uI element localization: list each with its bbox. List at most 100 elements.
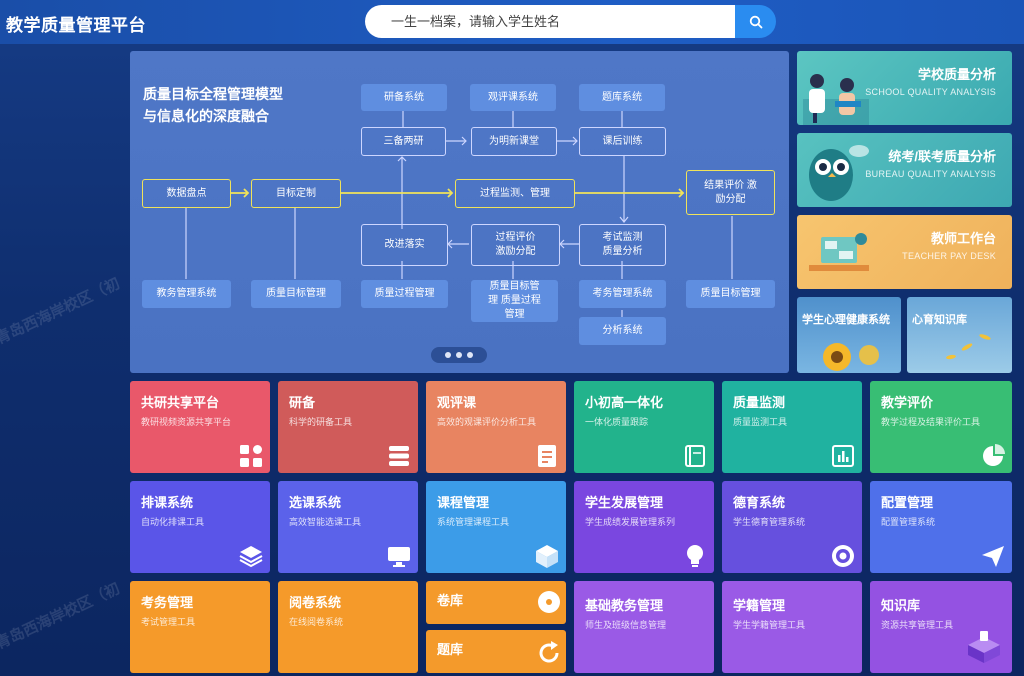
- top-bar: 教学质量管理平台: [0, 0, 1024, 44]
- tile-marking-system[interactable]: 阅卷系统 在线阅卷系统: [278, 581, 418, 673]
- layers-icon: [239, 546, 263, 568]
- refresh-icon: [539, 641, 559, 663]
- tile-title: 卷库: [437, 593, 464, 608]
- diagram-node: 质量目标管理 质量过程管理: [471, 280, 558, 322]
- tile-title: 教学评价: [881, 395, 934, 410]
- student-mental-health-card[interactable]: 学生心理健康系统: [797, 297, 901, 373]
- diagram-node: 数据盘点: [142, 179, 231, 208]
- document-icon: [538, 445, 556, 467]
- card-title: 学生心理健康系统: [802, 314, 890, 326]
- tile-title: 考务管理: [141, 595, 194, 610]
- tile-title: 课程管理: [437, 495, 490, 510]
- diagram-node: 质量过程管理: [361, 280, 448, 308]
- tile-title: 排课系统: [141, 495, 194, 510]
- tile-moral-education[interactable]: 德育系统 学生德育管理系统: [722, 481, 862, 573]
- tile-subtitle: 学生学籍管理工具: [733, 620, 806, 630]
- tile-student-development[interactable]: 学生发展管理 学生成绩发展管理系列: [574, 481, 714, 573]
- card-subtitle: BUREAU QUALITY ANALYSIS: [865, 169, 996, 179]
- bureau-quality-analysis-card[interactable]: 统考/联考质量分析 BUREAU QUALITY ANALYSIS: [797, 133, 1012, 207]
- tile-student-status[interactable]: 学籍管理 学生学籍管理工具: [722, 581, 862, 673]
- app-title: 教学质量管理平台: [6, 16, 146, 35]
- tile-paper-bank[interactable]: 卷库: [426, 581, 566, 624]
- tile-research-share-platform[interactable]: 共研共享平台 教研视频资源共享平台: [130, 381, 270, 473]
- tile-course-selection[interactable]: 选课系统 高效智能选课工具: [278, 481, 418, 573]
- tile-course-management[interactable]: 课程管理 系统管理课程工具: [426, 481, 566, 573]
- card-title: 学校质量分析: [917, 67, 996, 82]
- tile-title: 学生发展管理: [585, 495, 664, 510]
- target-icon: [832, 545, 854, 567]
- card-title: 统考/联考质量分析: [888, 149, 996, 164]
- quality-model-diagram: 质量目标全程管理模型 与信息化的深度融合: [130, 51, 789, 373]
- tile-subtitle: 教学过程及结果评价工具: [881, 417, 981, 427]
- tile-subtitle: 师生及班级信息管理: [585, 620, 667, 630]
- tile-subtitle: 自动化排课工具: [141, 517, 205, 527]
- tile-quality-monitoring[interactable]: 质量监测 质量监测工具: [722, 381, 862, 473]
- carousel-dots[interactable]: [431, 347, 487, 363]
- search-input[interactable]: [365, 5, 737, 38]
- diagram-node: 研备系统: [361, 84, 447, 111]
- card-subtitle: SCHOOL QUALITY ANALYSIS: [865, 87, 996, 97]
- diagram-node: 分析系统: [579, 317, 666, 345]
- tile-title: 知识库: [881, 598, 921, 613]
- book-icon: [685, 445, 705, 467]
- tile-subtitle: 资源共享管理工具: [881, 620, 954, 630]
- lightbulb-icon: [687, 545, 703, 567]
- search-icon: [749, 15, 762, 28]
- pie-chart-icon: [983, 444, 1005, 466]
- tile-subtitle: 学生成绩发展管理系列: [585, 517, 676, 527]
- carousel-dot[interactable]: [445, 352, 451, 358]
- search-button[interactable]: [735, 5, 776, 38]
- tile-exam-affairs[interactable]: 考务管理 考试管理工具: [130, 581, 270, 673]
- cube-icon: [536, 545, 558, 568]
- carousel-dot[interactable]: [467, 352, 473, 358]
- disc-icon: [538, 591, 560, 613]
- tile-subtitle: 高效智能选课工具: [289, 517, 362, 527]
- diagram-node: 质量目标管理: [686, 280, 775, 308]
- diagram-node: 考务管理系统: [579, 280, 666, 308]
- teacher-workbench-card[interactable]: 教师工作台 TEACHER PAY DESK: [797, 215, 1012, 289]
- mental-knowledge-base-card[interactable]: 心育知识库: [907, 297, 1012, 373]
- tile-title: 学籍管理: [733, 598, 786, 613]
- tile-question-bank[interactable]: 题库: [426, 630, 566, 673]
- stack-icon: [389, 446, 409, 466]
- tile-title: 观评课: [437, 395, 477, 410]
- diagram-arrows: [185, 111, 733, 317]
- tile-knowledge-base[interactable]: 知识库 资源共享管理工具: [870, 581, 1012, 673]
- diagram-node: 题库系统: [579, 84, 665, 111]
- tile-teaching-evaluation[interactable]: 教学评价 教学过程及结果评价工具: [870, 381, 1012, 473]
- sunflower-illustration: [823, 343, 879, 371]
- tile-class-observation[interactable]: 观评课 高效的观课评价分析工具: [426, 381, 566, 473]
- tile-title: 基础教务管理: [585, 598, 664, 613]
- school-quality-analysis-card[interactable]: 学校质量分析 SCHOOL QUALITY ANALYSIS: [797, 51, 1012, 125]
- tile-title: 阅卷系统: [289, 595, 342, 610]
- send-icon: [982, 546, 1004, 567]
- tile-basic-academic-affairs[interactable]: 基础教务管理 师生及班级信息管理: [574, 581, 714, 673]
- diagram-title-line1: 质量目标全程管理模型: [143, 86, 283, 102]
- tile-k12-integration[interactable]: 小初高一体化 一体化质量跟踪: [574, 381, 714, 473]
- watermark: 青岛西海岸校区（初: [0, 580, 123, 653]
- diagram-node: 过程监测、管理: [455, 179, 575, 208]
- students-reading-illustration: [803, 74, 869, 125]
- diagram-node: 过程评价 激励分配: [471, 224, 560, 266]
- diagram-node: 质量目标管理: [251, 280, 341, 308]
- tile-title: 选课系统: [289, 495, 342, 510]
- tile-title: 小初高一体化: [585, 395, 664, 410]
- tile-subtitle: 质量监测工具: [733, 417, 788, 427]
- leaves-illustration: [946, 334, 991, 360]
- tile-title: 共研共享平台: [141, 395, 220, 410]
- tile-subtitle: 学生德育管理系统: [733, 517, 806, 527]
- diagram-node: 三备两研: [361, 127, 446, 156]
- diagram-node: 考试监测 质量分析: [579, 224, 666, 266]
- carousel-dot[interactable]: [456, 352, 462, 358]
- tile-course-scheduling[interactable]: 排课系统 自动化排课工具: [130, 481, 270, 573]
- diagram-node: 目标定制: [251, 179, 341, 208]
- tile-title: 质量监测: [733, 395, 786, 410]
- card-subtitle: TEACHER PAY DESK: [902, 251, 996, 261]
- card-title: 心育知识库: [912, 314, 967, 326]
- tile-configuration[interactable]: 配置管理 配置管理系统: [870, 481, 1012, 573]
- tile-subtitle: 配置管理系统: [881, 517, 936, 527]
- tile-subtitle: 科学的研备工具: [289, 417, 353, 427]
- tile-subtitle: 考试管理工具: [141, 617, 196, 627]
- diagram-node: 改进落实: [361, 224, 448, 266]
- tile-lesson-prep[interactable]: 研备 科学的研备工具: [278, 381, 418, 473]
